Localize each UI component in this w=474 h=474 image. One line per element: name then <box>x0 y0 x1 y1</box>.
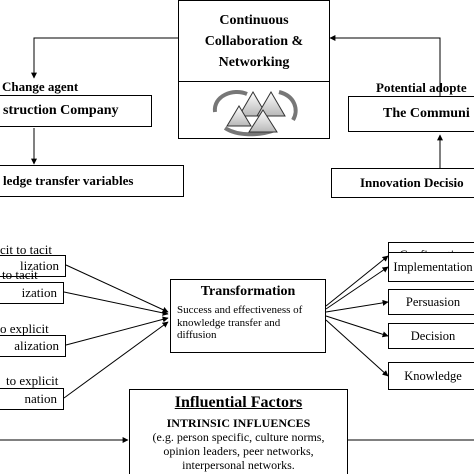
transfer-variables-label: ledge transfer variables <box>3 172 134 188</box>
collaboration-box: Continuous Collaboration & Networking <box>178 0 330 82</box>
factors-line-1: (e.g. person specific, culture norms, <box>152 430 325 445</box>
cycle-triangles-icon <box>212 90 298 137</box>
collaboration-line-2: Collaboration & <box>204 33 304 49</box>
stage-decision-label: Decision <box>410 328 456 343</box>
transformation-line-3: diffusion <box>177 329 217 342</box>
arrow-mode-3 <box>65 316 169 346</box>
mode-3-caption: o explicit <box>0 321 49 336</box>
mode-4-box: nation <box>0 388 64 410</box>
mode-1-label: lization <box>20 257 59 273</box>
change-agent-label: Change agent <box>2 79 79 94</box>
construction-company-label: struction Company <box>3 102 119 118</box>
arrow-stage-confirmation <box>325 255 389 307</box>
mode-4-label: nation <box>24 390 58 406</box>
collaboration-line-1: Continuous <box>219 12 289 28</box>
stage-persuasion-label: Persuasion <box>405 294 461 309</box>
community-box: The Communi <box>348 96 474 132</box>
arrow-collab-to-change-agent <box>31 37 178 79</box>
innovation-decision-label: Innovation Decisio <box>360 174 464 190</box>
influential-factors-box: Influential Factors INTRINSIC INFLUENCES… <box>129 389 348 474</box>
transformation-title: Transformation <box>200 284 296 299</box>
arrow-community-to-collab <box>329 35 441 96</box>
arrow-stage-decision <box>325 315 389 338</box>
mode-3-box: alization <box>0 335 66 357</box>
stage-knowledge-label: Knowledge <box>404 368 462 383</box>
stage-persuasion-box: Persuasion <box>388 289 474 315</box>
potential-adopter-label: Potential adopte <box>376 80 467 95</box>
mode-1-box: lization <box>0 255 66 277</box>
collaboration-line-3: Networking <box>218 54 290 70</box>
transformation-box: Transformation Success and effectiveness… <box>170 279 326 353</box>
mode-3-label: alization <box>14 337 59 353</box>
arrow-mode-4 <box>63 321 169 399</box>
arrow-stage-knowledge <box>325 319 389 377</box>
mode-4-caption: to explicit <box>6 373 59 388</box>
factors-line-2: opinion leaders, peer networks, <box>163 443 314 458</box>
stage-implementation-box: Implementation <box>388 252 474 282</box>
innovation-decision-box: Innovation Decisio <box>331 168 474 198</box>
mode-2-label: ization <box>21 284 57 300</box>
stage-knowledge-box: Knowledge <box>388 362 474 390</box>
community-label: The Communi <box>383 105 470 121</box>
arrow-stage-persuasion <box>325 299 389 313</box>
transfer-variables-box: ledge transfer variables <box>0 165 184 197</box>
mode-2-caption: to tacit <box>2 267 38 282</box>
transformation-line-1: Success and effectiveness of <box>177 304 303 317</box>
transformation-line-2: knowledge transfer and <box>177 316 281 329</box>
factors-subtitle: INTRINSIC INFLUENCES <box>166 416 311 431</box>
arrow-mode-1 <box>65 264 169 313</box>
mode-1-caption: cit to tacit <box>0 242 52 257</box>
cycle-graphic-box <box>178 81 330 139</box>
stage-decision-box: Decision <box>388 323 474 349</box>
factors-line-3: interpersonal networks. <box>182 457 295 472</box>
arrow-mode-2 <box>63 291 169 316</box>
arrow-stage-implementation <box>325 266 389 310</box>
construction-company-box: struction Company <box>0 95 152 127</box>
stage-implementation-label: Implementation <box>393 259 473 274</box>
factors-title: Influential Factors <box>174 394 303 411</box>
mode-2-box: ization <box>0 282 64 304</box>
